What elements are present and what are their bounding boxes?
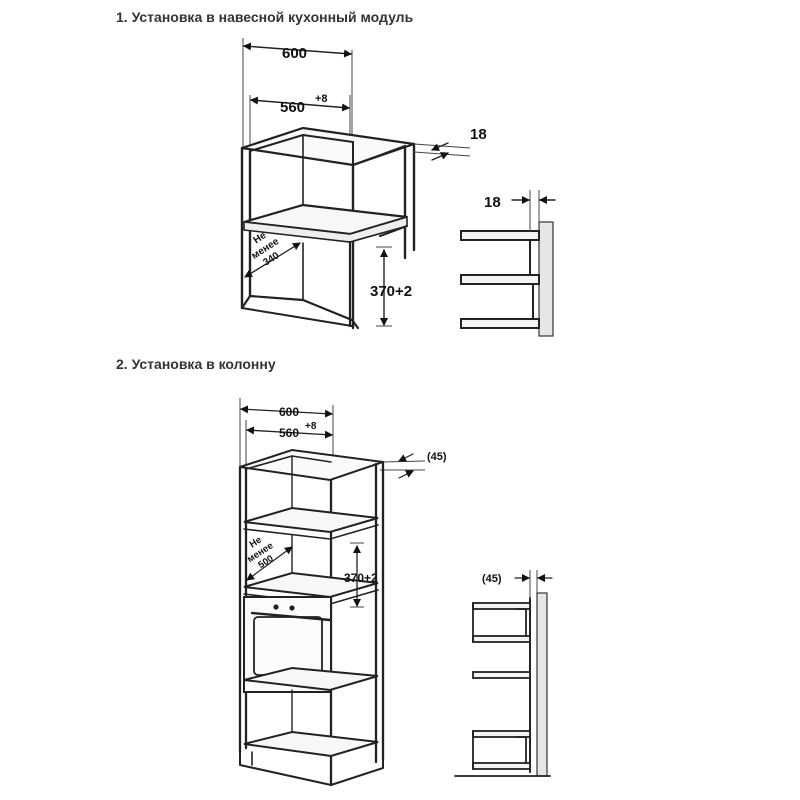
wall-cabinet-diagram: 600 560 +8: [240, 38, 556, 337]
column-wall-panel: [536, 592, 548, 777]
cabinet-outline: [240, 126, 416, 330]
width-inner-label: 560: [280, 99, 305, 116]
column-width-outer-label: 600: [279, 405, 299, 419]
column-niche-height-label: 370+2: [344, 571, 378, 585]
oven-knob-left: [273, 604, 279, 610]
side-section-view: 18: [460, 190, 556, 337]
column-width-inner-tolerance: +8: [305, 421, 317, 432]
width-inner-tolerance: +8: [315, 93, 328, 105]
width-560-dimension: [250, 96, 350, 112]
section-1-title: 1. Установка в навесной кухонный модуль: [116, 9, 414, 25]
column-top-gap-label: (45): [427, 451, 447, 463]
column-outline: [238, 448, 385, 787]
column-side-gap-label: (45): [482, 573, 502, 585]
column-width-inner-label: 560: [279, 426, 299, 440]
side-panel-label: 18: [484, 194, 501, 211]
width-outer-label: 600: [282, 45, 307, 62]
section-2-title: 2. Установка в колонну: [116, 356, 276, 372]
column-side-section-view: (45): [454, 570, 553, 777]
wall-panel: [538, 221, 554, 337]
panel-thickness-label: 18: [470, 126, 487, 143]
niche-height-label: 370+2: [370, 283, 412, 300]
oven-handle: [250, 611, 332, 622]
oven-knob-right: [289, 605, 295, 611]
column-diagram: 600 560 +8 (45): [238, 398, 553, 787]
width-600-dimension: [243, 42, 352, 58]
